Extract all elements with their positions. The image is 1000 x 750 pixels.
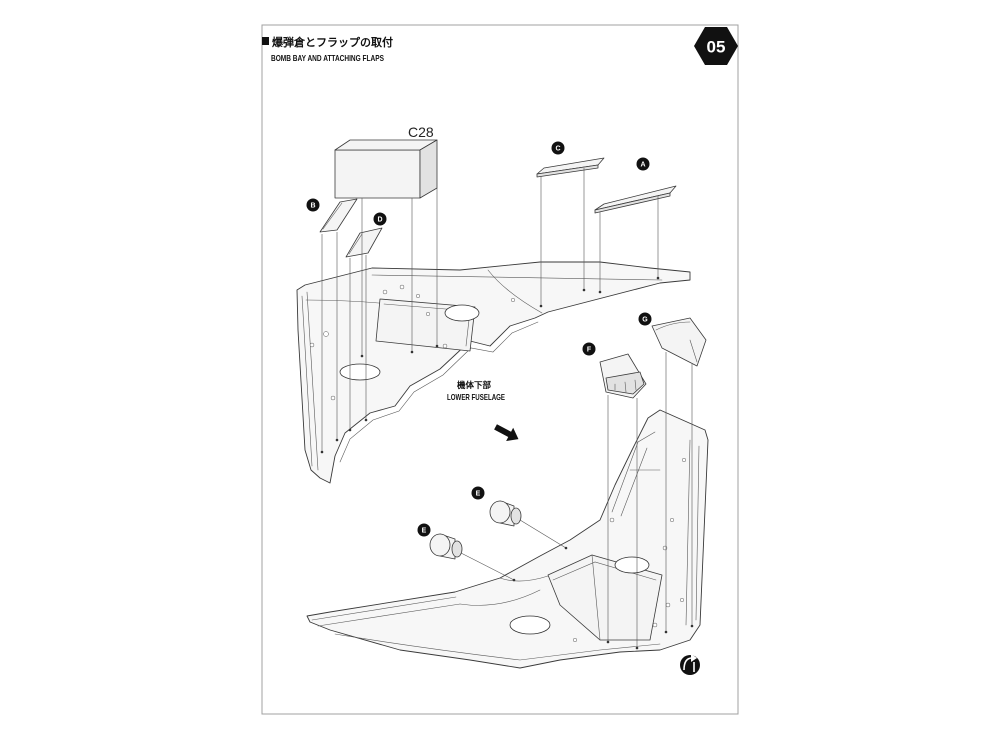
part-e-cylinder-lower <box>429 533 463 560</box>
callout-e-upper: E <box>471 486 485 500</box>
bottom-leader-lines <box>460 352 694 650</box>
flip-over-icon <box>680 654 700 675</box>
part-c28-box: C28 <box>334 124 438 199</box>
part-b-plate <box>319 198 358 233</box>
c28-front-face <box>334 149 421 199</box>
part-e-lower-end <box>451 540 463 558</box>
part-e-upper-face <box>489 500 511 524</box>
callout-label-c: C <box>555 146 560 153</box>
part-e-cylinder-upper <box>489 500 522 527</box>
wheel-well-right <box>444 304 480 322</box>
step-header: 爆弾倉とフラップの取付 BOMB BAY AND ATTACHING FLAPS <box>262 35 393 63</box>
wheel-well-left-bottom <box>509 615 551 635</box>
callout-f: F <box>582 342 596 356</box>
part-label-c28: C28 <box>408 124 434 140</box>
part-f-duct <box>599 353 647 399</box>
callout-label-e-upper: E <box>476 491 481 498</box>
part-g-duct <box>651 317 707 367</box>
part-c-plank <box>536 157 605 178</box>
bomb-bay-edges <box>552 554 657 641</box>
callout-label-b: B <box>310 203 315 210</box>
part-e-lower-face <box>429 533 451 557</box>
callout-d: D <box>373 212 387 226</box>
part-d-shape <box>345 227 383 258</box>
wheel-well-left <box>339 363 381 381</box>
part-d-edge <box>348 233 363 255</box>
leading-edge-line <box>371 274 663 281</box>
step-title-jp: 爆弾倉とフラップの取付 <box>272 35 393 49</box>
black-square-bullet-icon <box>262 37 269 45</box>
fuselage-label-jp: 機体下部 <box>457 380 492 391</box>
part-a-plank <box>594 185 677 214</box>
c28-top-face <box>334 139 438 151</box>
callout-c: C <box>551 141 565 155</box>
callout-b: B <box>306 198 320 212</box>
step-title-en: BOMB BAY AND ATTACHING FLAPS <box>271 53 384 63</box>
arrow-down-right-icon <box>494 424 519 442</box>
hexagon-badge-icon <box>694 27 738 65</box>
step-number: 05 <box>707 38 726 57</box>
part-b-shape <box>319 198 358 233</box>
part-g-shape <box>651 317 707 367</box>
part-b-edge <box>322 202 343 230</box>
part-a-edge <box>594 192 671 214</box>
right-panel-lines <box>685 439 700 626</box>
callout-label-e-lower: E <box>422 528 427 535</box>
fuselage-label-en: LOWER FUSELAGE <box>447 392 505 402</box>
part-f-vanes <box>614 379 637 393</box>
callout-label-a: A <box>640 162 645 169</box>
top-leader-lines <box>320 168 660 454</box>
wing-panel-line-bottom <box>459 575 549 606</box>
trailing-edge-line <box>334 633 661 661</box>
c28-side-face <box>419 139 438 199</box>
exhaust-lines <box>611 431 661 517</box>
part-d-plate <box>345 227 383 258</box>
step-number-badge: 05 <box>694 27 738 65</box>
callout-label-g: G <box>642 317 648 324</box>
wing-panel-line <box>487 269 543 314</box>
flap-line <box>339 321 539 463</box>
part-e-upper-end <box>510 507 522 525</box>
rivet-details <box>309 284 516 401</box>
part-g-edges <box>655 321 698 363</box>
lower-fuselage-top-view: 機体下部 LOWER FUSELAGE <box>296 261 691 484</box>
left-edge-line <box>301 291 319 471</box>
callout-label-f: F <box>587 347 592 354</box>
leading-edge-strip <box>311 596 461 627</box>
callout-label-d: D <box>377 217 382 224</box>
wheel-well-right-bottom <box>614 556 650 574</box>
callout-e-lower: E <box>417 523 431 537</box>
part-c-edge <box>536 164 599 178</box>
callout-g: G <box>638 312 652 326</box>
callout-a: A <box>636 157 650 171</box>
